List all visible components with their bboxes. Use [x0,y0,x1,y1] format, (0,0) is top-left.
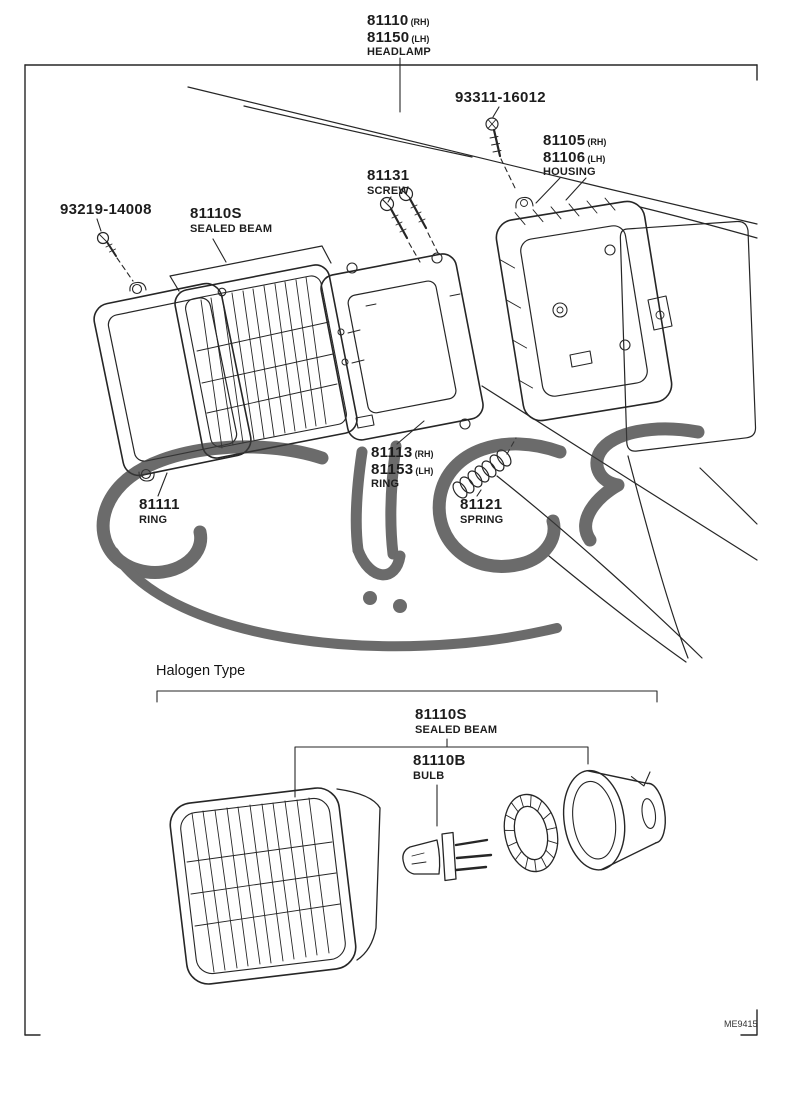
bulb-drawing [402,831,493,882]
label-sealed-beam: 81110S SEALED BEAM [190,205,273,235]
mounting-ring-drawing [320,252,484,441]
dashed-leader-lines [116,158,517,455]
label-headlamp: 81110(RH) 81150(LH) HEADLAMP [367,12,431,58]
part-name: RING [371,478,400,490]
part-name: SPRING [460,513,504,526]
spring-drawing [452,449,512,499]
rh-suffix: (RH) [414,449,434,459]
part-name: HEADLAMP [367,46,431,58]
label-screw-81131: 81131 SCREW [367,167,410,197]
part-name: RING [139,513,168,526]
halogen-section-title: Halogen Type [156,663,246,679]
sealed-beam-drawing [169,245,365,459]
label-halogen-bulb: 81110B BULB [413,752,466,782]
label-housing: 81105(RH) 81106(LH) HOUSING [543,132,607,178]
part-number: 81153 [371,460,414,478]
page-frame [24,64,758,1036]
part-name: SEALED BEAM [190,222,273,235]
part-number: 81150 [367,28,410,46]
part-name: BULB [413,769,445,782]
halogen-sealed-beam-drawing [169,787,381,985]
watermark-logo [96,422,705,652]
part-number: 81110S [415,706,467,723]
label-ring-mounting: 81113(RH) 81153(LH) RING [371,444,434,490]
bulb-retainer-ring-drawing [503,793,559,873]
part-number: 81113 [371,444,413,461]
housing-drawing [495,196,673,422]
part-name: SCREW [367,184,409,197]
lh-suffix: (LH) [415,465,434,476]
part-number: 81111 [139,496,180,513]
screw-93311-drawing [485,117,502,158]
rh-suffix: (RH) [410,17,430,27]
part-number: 81105 [543,132,586,149]
label-screw-93311: 93311-16012 [455,89,546,107]
label-spring: 81121 SPRING [460,496,504,526]
part-number: 81121 [460,496,503,513]
screw-81131-drawing [379,186,428,240]
part-number: 93219-14008 [60,201,152,218]
leader-lines [96,57,658,827]
part-name: HOUSING [543,166,596,178]
mounting-cup-drawing [562,769,666,871]
part-number: 81110 [367,12,409,29]
lh-suffix: (LH) [587,153,606,164]
label-screw-93219: 93219-14008 [60,201,152,219]
part-number: 93311-16012 [455,89,546,106]
rh-suffix: (RH) [587,137,607,147]
part-number: 81131 [367,167,410,184]
screw-93219-drawing [96,231,117,257]
lh-suffix: (LH) [411,33,430,44]
part-number: 81110S [190,205,242,222]
label-halogen-sealed-beam: 81110S SEALED BEAM [415,706,498,736]
part-number: 81110B [413,752,466,769]
doc-code: ME9415 [724,1019,758,1029]
part-name: SEALED BEAM [415,723,498,736]
car-body-lines [187,86,758,663]
label-ring-outer: 81111 RING [139,496,180,526]
part-number: 81106 [543,148,586,166]
